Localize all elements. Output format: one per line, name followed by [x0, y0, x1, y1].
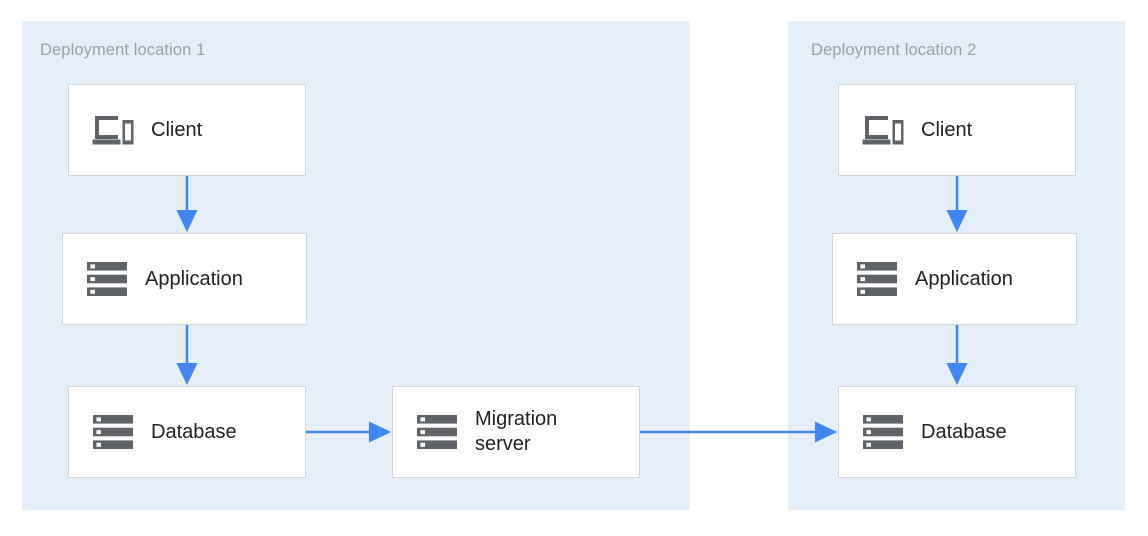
- node-application-2[interactable]: Application: [832, 233, 1077, 325]
- node-client-2[interactable]: Client: [838, 84, 1076, 176]
- server-icon: [861, 410, 905, 454]
- node-label-application-1: Application: [145, 267, 243, 290]
- region-label-deployment-location-1: Deployment location 1: [40, 41, 206, 59]
- region-label-deployment-location-2: Deployment location 2: [811, 41, 977, 59]
- node-label-database-2: Database: [921, 420, 1007, 443]
- node-label-database-1: Database: [151, 420, 237, 443]
- node-label-migration-server: Migration server: [475, 408, 558, 455]
- node-label-client-1: Client: [151, 118, 203, 141]
- devices-icon: [91, 108, 135, 152]
- node-migration-server[interactable]: Migration server: [392, 386, 640, 478]
- node-label-client-2: Client: [921, 118, 973, 141]
- server-icon: [855, 257, 899, 301]
- server-icon: [85, 257, 129, 301]
- devices-icon: [861, 108, 905, 152]
- server-icon: [415, 410, 459, 454]
- node-database-2[interactable]: Database: [838, 386, 1076, 478]
- node-client-1[interactable]: Client: [68, 84, 306, 176]
- node-application-1[interactable]: Application: [62, 233, 307, 325]
- server-icon: [91, 410, 135, 454]
- node-database-1[interactable]: Database: [68, 386, 306, 478]
- node-label-application-2: Application: [915, 267, 1013, 290]
